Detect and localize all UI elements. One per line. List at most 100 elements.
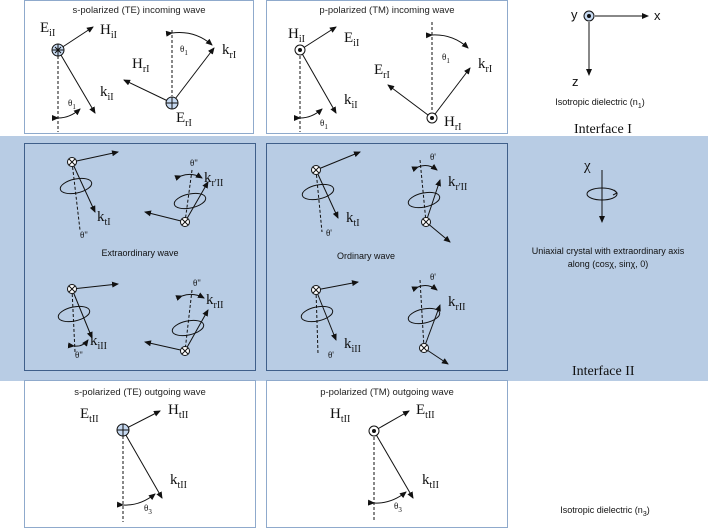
label-k-rI-tm: krI <box>478 56 492 75</box>
label-e-iI-tm: EiI <box>344 30 359 49</box>
label-theta-d-a: θ' <box>326 228 332 238</box>
k-iI-sub: iI <box>107 92 114 103</box>
label-k-iI-tm: kiI <box>344 92 358 111</box>
interface-one-label: Interface I <box>574 122 632 137</box>
label-theta-dd-a: θ" <box>80 230 88 240</box>
bottom-medium-sub: 3 <box>642 510 647 518</box>
h-iI-letter: H <box>100 22 111 38</box>
h-iI-arrow <box>57 26 94 51</box>
label-k-iII-extra: kiII <box>90 333 107 352</box>
k-tI-sub: tI <box>104 217 111 228</box>
theta3-arc-te-out <box>116 493 156 508</box>
h-rI-letter: H <box>132 56 143 72</box>
label-k-rII-extra: krII <box>206 292 224 311</box>
h-iI-tm-letter: H <box>288 26 299 42</box>
e-iI-tm-letter: E <box>344 30 354 46</box>
top-medium-text: Isotropic dielectric (n <box>555 97 638 107</box>
h-rI-sub: rI <box>142 64 150 75</box>
k-iI-arrow-tm <box>299 49 337 114</box>
h-tII-sub: tII <box>178 410 189 421</box>
theta1-arc-te-in <box>51 108 81 122</box>
label-theta3-te: θ3 <box>144 503 152 516</box>
theta1-arc-tm-in-r <box>425 32 469 49</box>
h-tII-letter: H <box>168 402 179 418</box>
x-axis-label: x <box>654 8 661 23</box>
k-iII-ord-letter: k <box>344 336 352 352</box>
e-rI-tm-sub: rI <box>383 70 390 81</box>
label-k-iII-ord: kiII <box>344 336 361 355</box>
theta3-sub-b: 3 <box>398 505 402 514</box>
k-rII-ord-sub: rII <box>455 302 466 313</box>
label-theta-d-b: θ' <box>430 152 436 162</box>
h-tII-arrow <box>122 410 161 431</box>
middle-medium-line1: Uniaxial crystal with extraordinary axis <box>531 246 685 256</box>
e-tII-sub: tII <box>89 414 99 425</box>
e-tII-tm-sub: tII <box>425 410 435 421</box>
label-k-tI-ord: ktI <box>346 210 360 229</box>
chi-label: χ <box>584 158 591 174</box>
theta1-sub-a: 1 <box>72 102 76 111</box>
label-e-iI: EiI <box>40 20 55 39</box>
h-iI-sub: iI <box>110 30 117 41</box>
label-h-rI-tm: HrI <box>444 114 462 133</box>
label-theta1-tm-a: θ1 <box>320 118 328 131</box>
k-tI-ord-letter: k <box>346 210 354 226</box>
label-theta-dd-c: θ" <box>75 350 83 360</box>
e-iI-sub: iI <box>49 28 56 39</box>
k-iII-sub: iII <box>97 341 107 352</box>
k-tII-tm-letter: k <box>422 472 430 488</box>
ordinary-wave-panel <box>266 143 508 371</box>
theta1-sub-b: 1 <box>184 48 188 57</box>
k-rpII-ord-sub: r'II <box>455 182 468 193</box>
k-rII-ord-letter: k <box>448 294 456 310</box>
label-h-tII: HtII <box>168 402 188 421</box>
label-k-rI: krI <box>222 42 236 61</box>
ordinary-caption: Ordinary wave <box>336 251 396 261</box>
h-rI-tm-sub: rI <box>454 122 462 133</box>
theta1-arc-te-in-r <box>165 30 213 46</box>
middle-medium-line2: along (cosχ, sinχ, 0) <box>567 259 649 269</box>
theta1-letter-b: θ <box>180 44 185 54</box>
label-k-tII: ktII <box>170 472 187 491</box>
te-incoming-title: s-polarized (TE) incoming wave <box>72 5 206 16</box>
label-theta3-tm: θ3 <box>394 501 402 514</box>
theta3-letter-a: θ <box>144 503 149 513</box>
k-iI-arrow <box>57 49 96 114</box>
top-medium-sub: 1 <box>637 102 642 110</box>
k-rpII-ord-letter: k <box>448 174 456 190</box>
h-rI-arrow <box>123 79 173 104</box>
theta1-sub-c: 1 <box>324 122 328 131</box>
label-k-iI: kiI <box>100 84 114 103</box>
interface-two-label: Interface II <box>572 364 635 379</box>
k-tII-tm-sub: tII <box>429 480 439 491</box>
k-rI-tm-sub: rI <box>485 64 493 75</box>
k-rI-tm-letter: k <box>478 56 486 72</box>
k-tII-sub: tII <box>177 480 187 491</box>
e-iI-tm-sub: iI <box>353 38 360 49</box>
k-tII-letter: k <box>170 472 178 488</box>
label-k-rII-ord: krII <box>448 294 466 313</box>
k-iI-tm-letter: k <box>344 92 352 108</box>
label-k-tII-tm: ktII <box>422 472 439 491</box>
theta1-letter-c: θ <box>320 118 325 128</box>
label-theta-d-c: θ' <box>328 350 334 360</box>
label-h-tII-tm: HtII <box>330 406 350 425</box>
theta3-sub-a: 3 <box>148 507 152 516</box>
label-theta-d-d: θ' <box>430 272 436 282</box>
e-iI-letter: E <box>40 20 50 36</box>
label-h-iI-tm: HiI <box>288 26 305 45</box>
ordinary-wave-diagram <box>300 151 451 365</box>
k-rpII-sub: r'II <box>211 178 224 189</box>
theta1-letter-d: θ <box>442 52 447 62</box>
e-rI-arrow-tm <box>387 84 433 119</box>
top-medium-end: ) <box>641 97 645 107</box>
e-tII-arrow-tm <box>373 410 410 432</box>
z-axis-label: z <box>572 74 579 89</box>
bottom-medium-end: ) <box>646 505 650 515</box>
label-k-rpII-ord: kr'II <box>448 174 467 193</box>
k-tI-letter: k <box>97 209 105 225</box>
k-rI-arrow <box>171 47 215 104</box>
k-iI-letter: k <box>100 84 108 100</box>
k-rI-sub: rI <box>229 50 237 61</box>
